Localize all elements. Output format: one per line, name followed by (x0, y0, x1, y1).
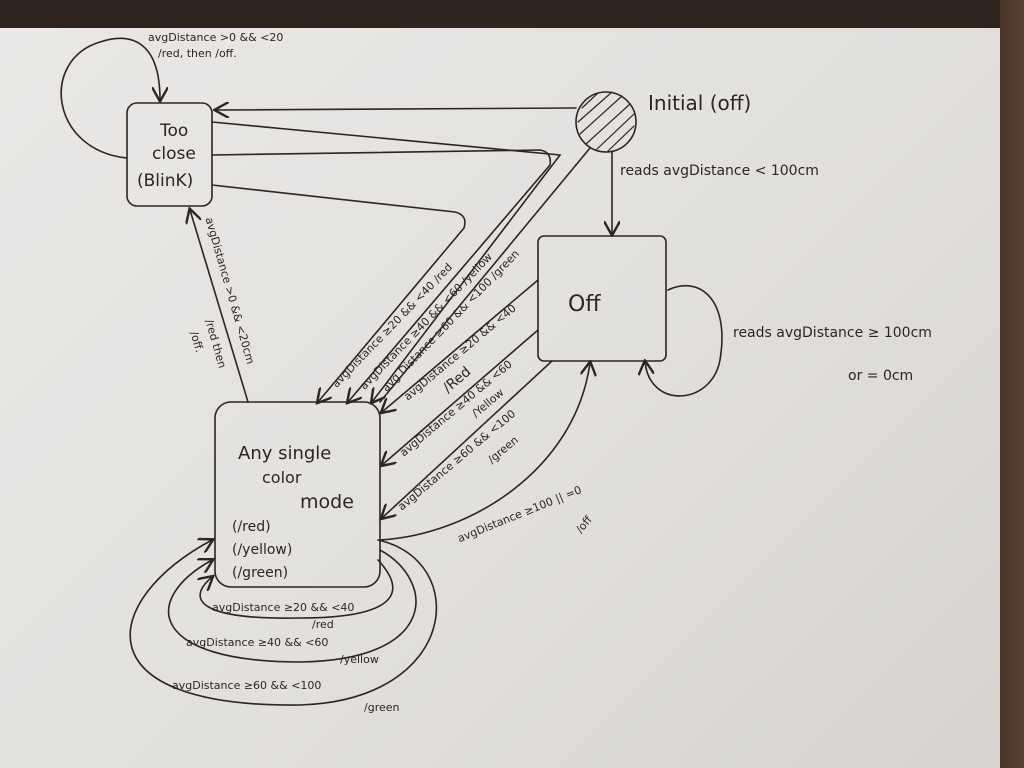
too-close-label-3: (BlinK) (137, 171, 194, 191)
edge-too-close-to-any-red (211, 184, 466, 402)
wood-background-right (1000, 0, 1024, 768)
any-mode-output-green: (/green) (232, 565, 289, 581)
edge-initial-to-too-close (216, 108, 577, 110)
edge-off-to-any-yellow (382, 329, 539, 465)
any-mode-label-1: Any single (238, 443, 332, 464)
edge-line (379, 147, 591, 403)
off-label: Off (568, 292, 601, 317)
too-close-label-2: close (152, 144, 196, 164)
state-any-single-color (214, 401, 381, 588)
edge-off-self (645, 285, 723, 397)
any-self-green-label-1: avgDistance ≥60 && <100 (172, 679, 322, 692)
edge-too-close-to-any-yellow (211, 149, 552, 402)
off-self-label-1: reads avgDistance ≥ 100cm (733, 325, 932, 341)
any-mode-label-3: mode (300, 491, 354, 513)
edge-any-self-yellow (167, 549, 417, 663)
edge-off-to-any-red (382, 279, 539, 412)
edge-any-to-too-close (190, 210, 249, 403)
too-close-label-1: Too (160, 121, 189, 141)
off-self-label-2: or = 0cm (848, 368, 914, 384)
wood-background-top (0, 0, 1024, 28)
edge-any-to-off (379, 363, 590, 541)
initial-label: Initial (off) (648, 91, 752, 115)
any-mode-output-yellow: (/yellow) (232, 542, 293, 558)
edge-too-close-self (60, 37, 160, 159)
any-self-green-label-2: /green (364, 701, 400, 714)
any-mode-label-2: color (262, 468, 302, 487)
state-initial (575, 91, 637, 153)
edge-any-self-green (129, 540, 438, 706)
any-self-yellow-label-1: avgDistance ≥40 && <60 (186, 636, 329, 649)
any-self-yellow-label-2: /yellow (340, 653, 379, 666)
too-close-self-label-1: avgDistance >0 && <20 (148, 31, 284, 44)
edge-too-close-to-any-green (211, 121, 562, 402)
any-self-red-label-1: avgDistance ≥20 && <40 (212, 601, 355, 614)
initial-to-off-label: reads avgDistance < 100cm (620, 163, 819, 179)
too-close-self-label-2: /red, then /off. (158, 47, 237, 60)
state-off (537, 235, 667, 362)
edge-any-self-red (200, 559, 394, 619)
initial-hatch-icon (577, 91, 635, 152)
edge-off-to-any-green (382, 360, 553, 518)
any-mode-output-red: (/red) (232, 519, 271, 535)
any-self-red-label-2: /red (312, 618, 334, 631)
